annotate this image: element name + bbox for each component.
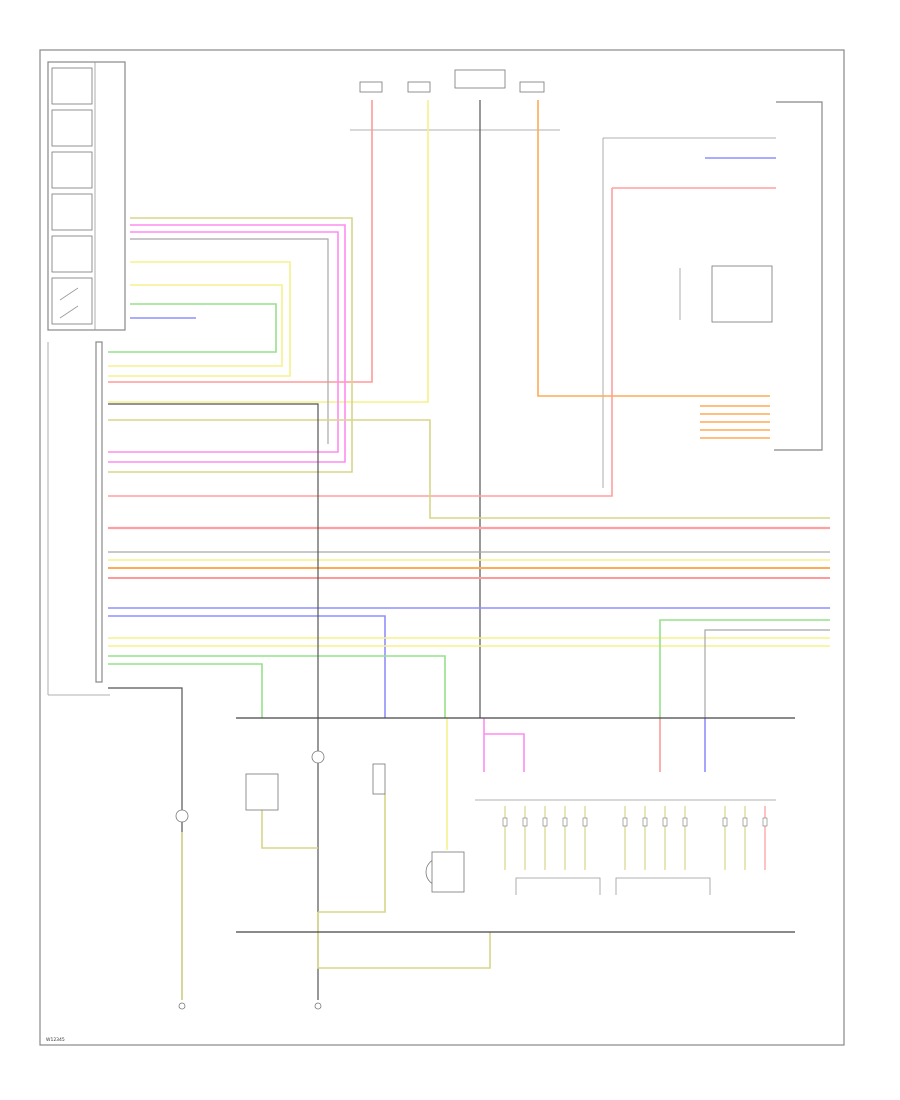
- headlight-switch-connector: [47, 341, 110, 696]
- range-switch-terminal: [502, 817, 508, 827]
- fuse-feed-yellow: [108, 100, 429, 403]
- bus-black-2: [108, 403, 319, 1000]
- fuse-feed-red: [108, 100, 373, 383]
- bus-green-2: [108, 655, 446, 718]
- switch-wire-gray: [130, 238, 329, 444]
- control-module-box: [602, 101, 823, 488]
- fuse-header: [350, 69, 560, 131]
- lower-tan-2: [318, 794, 386, 913]
- wire-group: [108, 100, 830, 1000]
- range-switch-terminal: [742, 817, 748, 827]
- range-switch-terminal: [562, 817, 568, 827]
- ground-symbols: [178, 1002, 322, 1010]
- bus-olive: [108, 419, 830, 519]
- diagram-frame: [39, 49, 845, 1046]
- range-switch-terminal: [722, 817, 728, 827]
- bus-green: [108, 663, 263, 718]
- bus-green-right: [659, 619, 830, 718]
- lower-tan: [261, 810, 318, 849]
- range-control-switch-group: [475, 799, 776, 895]
- switch-wire-olive: [108, 217, 353, 473]
- switch-wire-yellow: [108, 261, 291, 377]
- range-switch-terminal: [542, 817, 548, 827]
- range-switch-terminal: [582, 817, 588, 827]
- switch-wire-yellow-2: [108, 284, 283, 367]
- bus-black: [108, 687, 183, 1000]
- range-switch-terminal: [762, 817, 768, 827]
- switch-wire-pink-2: [108, 231, 339, 453]
- range-switch-terminal: [522, 817, 528, 827]
- footer-code: W12345: [46, 1037, 65, 1043]
- switch-wire-green: [108, 303, 277, 353]
- range-switch-terminal: [622, 817, 628, 827]
- lamp-components: [175, 750, 465, 893]
- bus-gray-right: [704, 629, 830, 718]
- range-switch-terminal: [642, 817, 648, 827]
- lower-tan-3: [317, 912, 491, 969]
- module-wire-red-2: [108, 188, 613, 497]
- range-switch-terminal: [682, 817, 688, 827]
- headlight-switch-box: [47, 61, 126, 331]
- drop-pink-2: [484, 733, 525, 772]
- range-switch-terminal: [662, 817, 668, 827]
- bus-blue-2: [108, 615, 386, 718]
- fuse-feed-orange: [537, 100, 770, 397]
- switch-wire-pink: [108, 224, 346, 463]
